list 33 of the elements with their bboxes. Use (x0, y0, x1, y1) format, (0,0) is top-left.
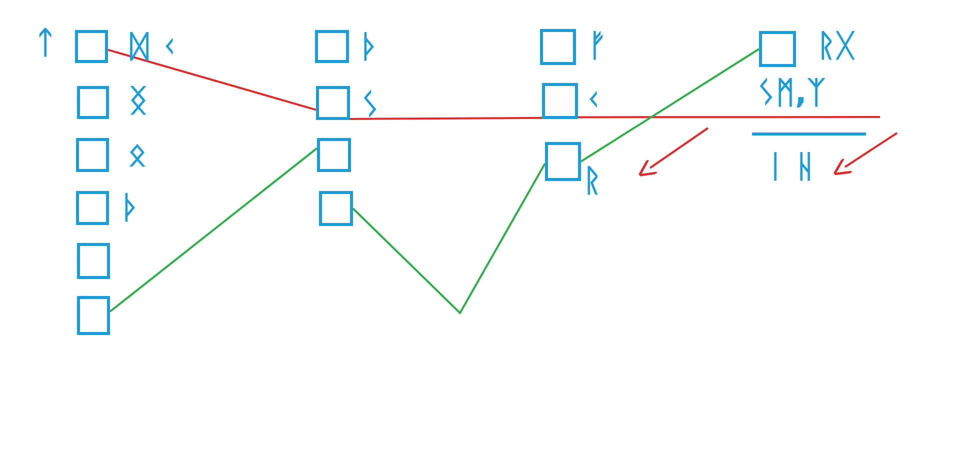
rune-label: ᚦ (121, 193, 140, 224)
rune-label: ᚱ (583, 166, 602, 197)
square-box (316, 86, 350, 120)
connector-line (109, 147, 318, 312)
square-box (319, 191, 353, 226)
rune-label: ᚱᚷ (817, 31, 855, 62)
square-box (542, 83, 578, 119)
square-box (77, 243, 110, 279)
square-box (545, 142, 581, 181)
square-box (77, 296, 110, 335)
rune-label: ᛞ ᚲ (130, 32, 179, 63)
rune-label: ᚲ (584, 85, 603, 116)
connector-line (350, 116, 542, 120)
rune-label: ᚠ (588, 31, 607, 62)
rune-label: ᛝ (129, 86, 148, 117)
rune-label: ᛊ (361, 90, 380, 121)
square-box (76, 138, 109, 172)
square-box (75, 30, 108, 63)
connector-line (352, 162, 546, 315)
rune-label: ᛁ ᚺ (766, 152, 815, 183)
rune-label: ᛏ (36, 28, 55, 59)
rune-label: ᛊᛗ,ᛉ (757, 78, 826, 109)
connector-line (580, 48, 760, 162)
square-box (77, 86, 109, 119)
rune-label: ᛟ (128, 140, 147, 171)
rune-label: ᚦ (360, 32, 379, 63)
connector-line (108, 48, 316, 111)
connector-line (578, 116, 880, 118)
square-box (317, 138, 351, 172)
square-box (315, 30, 349, 63)
square-box (540, 29, 576, 65)
square-box (759, 31, 796, 67)
square-box (76, 191, 109, 225)
